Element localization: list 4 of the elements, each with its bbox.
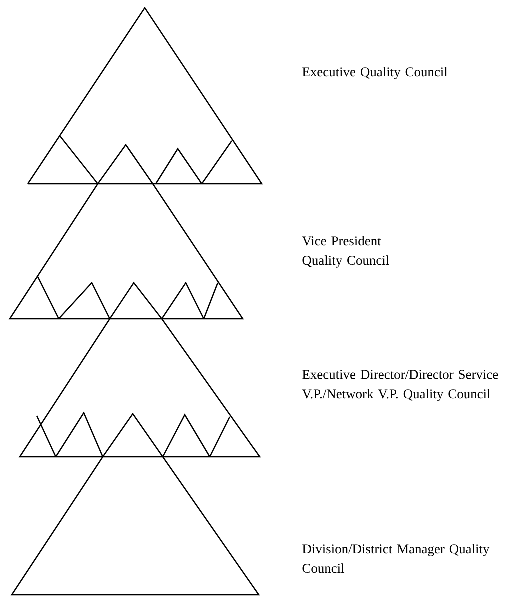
level-label: Vice President Quality Council — [302, 236, 390, 268]
level-label: Division/District Manager Quality Council — [302, 544, 490, 574]
level-label: Executive Director/Director Service V.P./Network V.P. Quality Council — [302, 370, 498, 402]
level-label: Executive Quality Council — [302, 67, 448, 80]
